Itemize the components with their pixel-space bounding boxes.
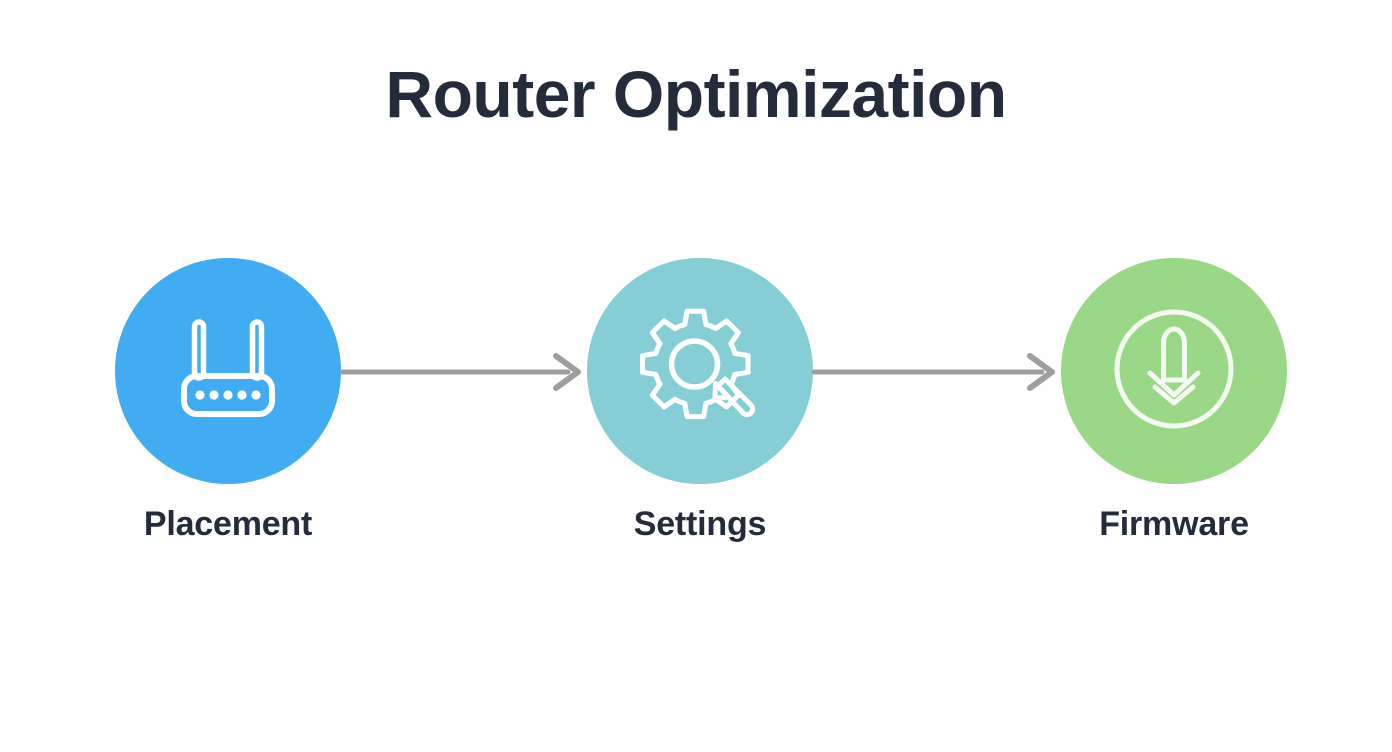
step-label-placement: Placement xyxy=(143,505,313,543)
flow-connector-2 xyxy=(812,352,1062,392)
process-flow: Placement Settings xyxy=(0,258,1392,558)
step-label-settings: Settings xyxy=(633,505,767,543)
step-circle-settings[interactable] xyxy=(587,258,813,484)
flow-step-settings[interactable]: Settings xyxy=(587,258,813,545)
step-circle-placement[interactable] xyxy=(115,258,341,484)
gear-screwdriver-icon xyxy=(639,308,761,435)
flow-step-placement[interactable]: Placement xyxy=(115,258,341,545)
flow-step-firmware[interactable]: Firmware xyxy=(1061,258,1287,545)
download-circle-icon xyxy=(1110,305,1238,438)
step-label-firmware: Firmware xyxy=(1099,505,1249,543)
page-title: Router Optimization xyxy=(385,57,1007,131)
step-circle-firmware[interactable] xyxy=(1061,258,1287,484)
flow-connector-1 xyxy=(340,352,588,392)
router-icon xyxy=(168,314,288,429)
